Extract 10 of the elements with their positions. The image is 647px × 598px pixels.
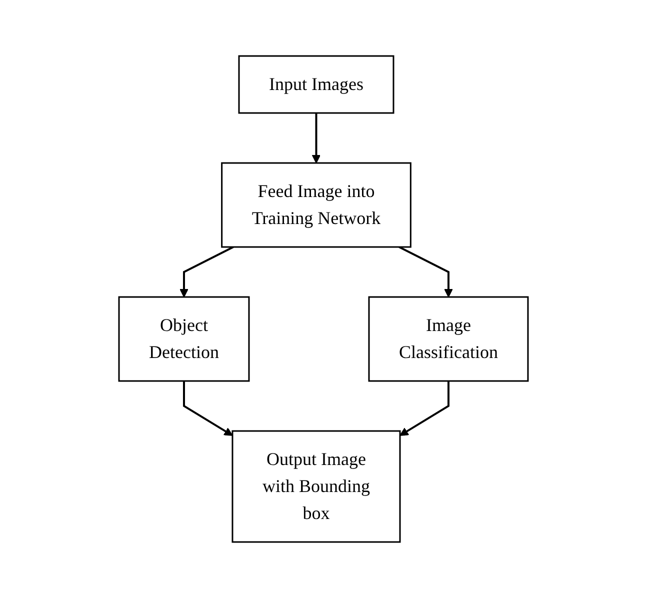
node-box: Object Detection (118, 296, 250, 382)
node-box: Feed Image into Training Network (221, 162, 412, 248)
node-box: Input Images (238, 55, 394, 114)
arrow (400, 381, 450, 436)
arrow (180, 246, 234, 298)
arrow (183, 381, 233, 436)
node-box: Output Image with Bounding box (232, 430, 401, 543)
arrow (398, 246, 453, 298)
arrow (312, 113, 321, 164)
node-box: Image Classification (368, 296, 529, 382)
